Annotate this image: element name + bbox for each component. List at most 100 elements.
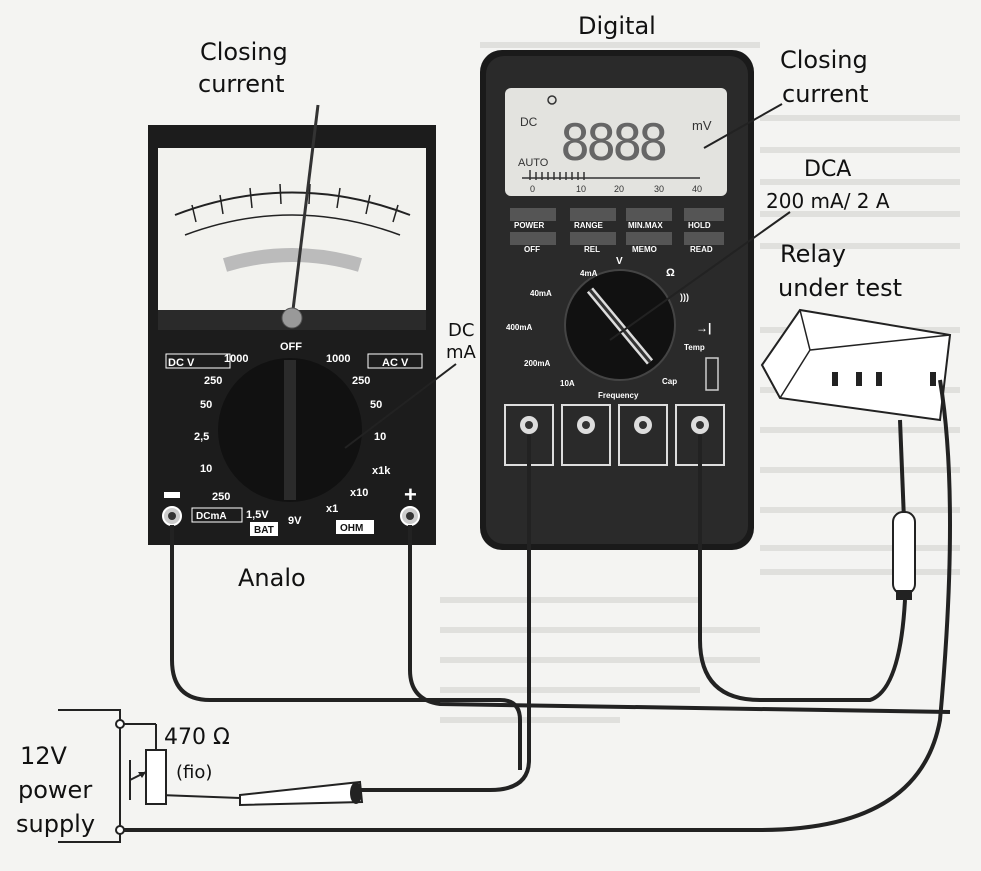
label-supply-1: 12V xyxy=(20,742,68,770)
analog-dial-left-2-5: 2,5 xyxy=(194,431,209,443)
dial-ohm: Ω xyxy=(666,267,675,279)
analog-acv-box xyxy=(367,353,423,369)
leader-dca xyxy=(609,211,791,341)
analog-dial-x1k: x1k xyxy=(372,465,391,477)
label-resistor-note: (fio) xyxy=(176,762,212,783)
digital-lcd xyxy=(505,88,727,196)
dial-volt: V xyxy=(616,256,623,267)
label-resistor-value: 470 Ω xyxy=(164,725,230,750)
wire-relay-supply xyxy=(120,379,952,832)
digital-jack-2-hole xyxy=(582,421,590,429)
label-dca-1: DCA xyxy=(804,157,851,182)
label-relay-2: under test xyxy=(778,274,902,302)
relay-edges xyxy=(761,309,951,399)
analog-needle xyxy=(290,104,320,319)
lcd-indicator-icon xyxy=(547,95,557,105)
supply-terminal-bottom xyxy=(115,825,125,835)
power-supply xyxy=(58,709,167,843)
probe-relay xyxy=(892,511,916,600)
analog-minus-jack-hole xyxy=(168,512,176,520)
btn-minmax[interactable] xyxy=(626,208,672,221)
lcd-scale-30: 30 xyxy=(654,184,664,194)
test-leads xyxy=(120,379,952,832)
probe-analog-minus-lead xyxy=(159,780,364,807)
analog-dial-x1: x1 xyxy=(326,503,338,515)
dial-beep: ))) xyxy=(680,292,689,302)
leader-dc-ma xyxy=(344,363,457,449)
dial-4ma: 4mA xyxy=(580,269,598,278)
btn-hold-label: HOLD xyxy=(688,221,711,230)
analog-dcma-label: DCmA xyxy=(196,511,227,522)
analog-scale-band xyxy=(222,248,362,272)
btn-range[interactable] xyxy=(570,208,616,221)
jack-box-3 xyxy=(618,404,668,466)
btn-memo[interactable] xyxy=(626,232,672,245)
analog-dial-right-10: 10 xyxy=(374,431,386,443)
label-dc-ma-2: mA xyxy=(446,342,477,363)
btn-read[interactable] xyxy=(684,232,724,245)
analog-dial-right-1000: 1000 xyxy=(326,353,350,365)
dial-temp: Temp xyxy=(684,343,705,352)
analog-dcv-box xyxy=(165,353,231,369)
analog-dial-left-250: 250 xyxy=(204,375,222,387)
btn-rel-label: REL xyxy=(584,245,600,254)
lcd-digits: 8888 xyxy=(560,114,665,172)
digital-jack-3-hole xyxy=(639,421,647,429)
btn-read-label: READ xyxy=(690,245,713,254)
supply-terminal-top xyxy=(115,719,125,729)
label-closing-current-right-2: current xyxy=(782,80,869,108)
dial-cap: Cap xyxy=(662,377,677,386)
analog-knob-pointer xyxy=(284,360,296,500)
analog-bat-box xyxy=(250,522,278,536)
label-relay-1: Relay xyxy=(780,240,846,268)
lcd-scale-0: 0 xyxy=(530,184,535,194)
dial-frequency: Frequency xyxy=(598,391,639,400)
label-closing-current-left-2: current xyxy=(198,70,285,98)
relay-body xyxy=(760,308,952,422)
lcd-scale-20: 20 xyxy=(614,184,624,194)
dial-200ma: 200mA xyxy=(524,359,550,368)
supply-box xyxy=(58,709,121,843)
label-dc-ma-1: DC xyxy=(448,320,474,341)
analog-acv-label: AC V xyxy=(382,357,409,369)
btn-hold[interactable] xyxy=(684,208,724,221)
wire-relay-probe xyxy=(898,419,906,521)
dial-diode: →| xyxy=(696,321,711,335)
relay-pins xyxy=(832,372,936,386)
resistor-470 xyxy=(145,749,167,805)
label-supply-2: power xyxy=(18,776,92,804)
analog-bat-label: BAT xyxy=(254,525,274,536)
lcd-dc: DC xyxy=(520,115,538,129)
analog-minus-sign xyxy=(164,492,180,498)
dial-400ma: 400mA xyxy=(506,323,532,332)
analog-plus-sign: + xyxy=(404,482,417,507)
lcd-scale-40: 40 xyxy=(692,184,702,194)
analog-dial-left-1000: 1000 xyxy=(224,353,248,365)
label-dca-2: 200 mA/ 2 A xyxy=(766,189,890,213)
analog-dial-1-5v: 1,5V xyxy=(246,509,269,521)
resistor-wiper-arrow xyxy=(138,772,146,778)
analog-scale-ticks xyxy=(191,183,399,223)
btn-range-label: RANGE xyxy=(574,221,604,230)
btn-power[interactable] xyxy=(510,208,556,221)
digital-knob-pointer-inner xyxy=(588,289,652,363)
dial-40ma: 40mA xyxy=(530,289,552,298)
jack-box-2 xyxy=(561,404,611,466)
label-digital: Digital xyxy=(578,12,656,40)
label-supply-3: supply xyxy=(16,810,95,838)
wire-analog-plus xyxy=(408,525,951,714)
btn-memo-label: MEMO xyxy=(632,245,657,254)
label-closing-current-left-1: Closing xyxy=(200,38,288,66)
analog-dial-right-250: 250 xyxy=(352,375,370,387)
digital-multimeter: DC AUTO 8888 mV 0 10 20 30 40 POWER RANG… xyxy=(480,50,754,550)
analog-dcma-box xyxy=(191,507,243,523)
label-analog: Analo xyxy=(238,564,306,592)
analog-scale-arc-1 xyxy=(174,191,411,216)
analog-dial-bl-10: 10 xyxy=(200,463,212,475)
analog-ohm-box xyxy=(336,520,374,534)
analog-dial-x10: x10 xyxy=(350,487,368,499)
btn-off[interactable] xyxy=(510,232,556,245)
analog-multimeter: DC V 1000 250 50 2,5 OFF 1000 AC V 250 5… xyxy=(148,104,436,545)
btn-rel[interactable] xyxy=(570,232,616,245)
